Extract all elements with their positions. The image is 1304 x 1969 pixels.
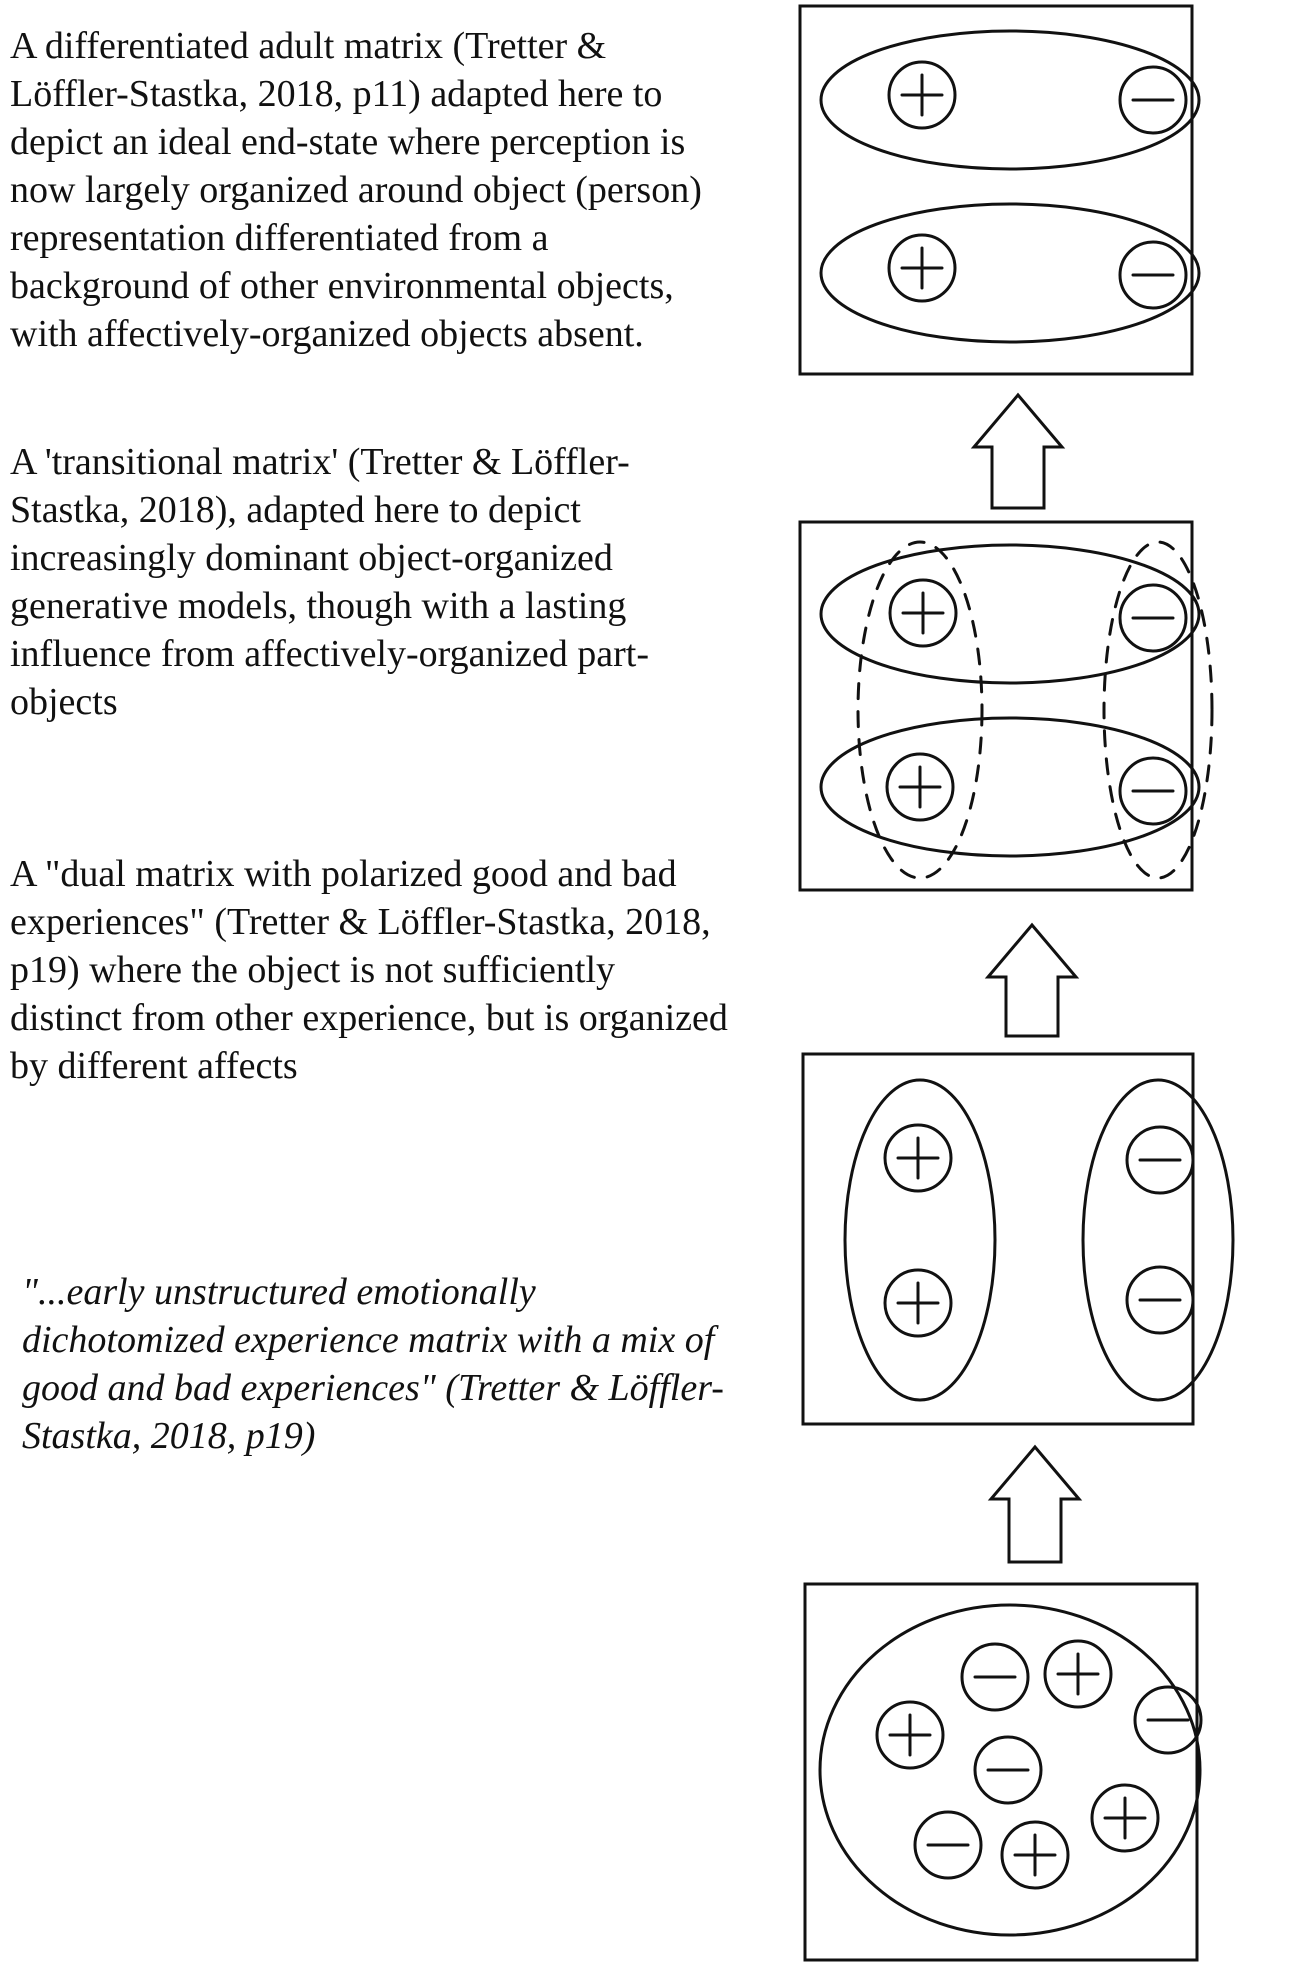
plus-circle-icon <box>888 578 958 648</box>
part-object-dashed-ellipse-negative <box>1102 540 1214 880</box>
minus-circle-icon <box>1118 65 1188 135</box>
plus-circle-icon <box>875 1700 945 1770</box>
minus-circle-icon <box>1118 756 1188 826</box>
caption-differentiated-adult-matrix: A differentiated adult matrix (Tretter &… <box>10 25 702 355</box>
experience-matrix-ellipse <box>818 1603 1202 1937</box>
plus-circle-icon <box>887 233 957 303</box>
panel-frame <box>801 1052 1195 1426</box>
minus-circle-icon <box>1118 583 1188 653</box>
minus-circle-icon <box>1125 1265 1195 1335</box>
panel-dual-matrix <box>801 1052 1235 1426</box>
plus-circle-icon <box>887 60 957 130</box>
bad-experience-ellipse <box>1081 1078 1235 1402</box>
plus-circle-icon <box>883 1123 953 1193</box>
panel-frame <box>798 4 1194 376</box>
panel-frame <box>798 520 1194 892</box>
arrow-up-icon <box>970 392 1066 510</box>
object-ellipse-lower <box>819 716 1201 858</box>
good-experience-ellipse <box>843 1078 997 1402</box>
plus-circle-icon <box>1090 1783 1160 1853</box>
minus-circle-icon <box>1118 240 1188 310</box>
plus-circle-icon <box>1043 1639 1113 1709</box>
plus-circle-icon <box>1000 1820 1070 1890</box>
minus-circle-icon <box>973 1735 1043 1805</box>
object-ellipse-upper <box>819 29 1201 171</box>
arrow-up-icon <box>987 1444 1083 1564</box>
panel-early-unstructured-matrix <box>803 1582 1203 1962</box>
plus-circle-icon <box>885 752 955 822</box>
panel-frame <box>803 1582 1199 1962</box>
caption-transitional-matrix: A 'transitional matrix' (Tretter & Löffl… <box>10 441 650 723</box>
plus-circle-icon <box>883 1268 953 1338</box>
minus-circle-icon <box>913 1810 983 1880</box>
minus-circle-icon <box>960 1642 1030 1712</box>
panel-differentiated-adult-matrix <box>798 4 1201 376</box>
panel-transitional-matrix <box>798 520 1214 892</box>
part-object-dashed-ellipse-positive <box>856 540 984 880</box>
caption-dual-matrix: A "dual matrix with polarized good and b… <box>10 853 728 1087</box>
caption-early-unstructured-matrix: "...early unstructured emotionally dicho… <box>22 1271 724 1457</box>
object-ellipse-upper <box>819 543 1201 685</box>
minus-circle-icon <box>1125 1125 1195 1195</box>
arrow-up-icon <box>984 922 1080 1038</box>
object-ellipse-lower <box>819 202 1201 344</box>
minus-circle-icon <box>1133 1685 1203 1755</box>
